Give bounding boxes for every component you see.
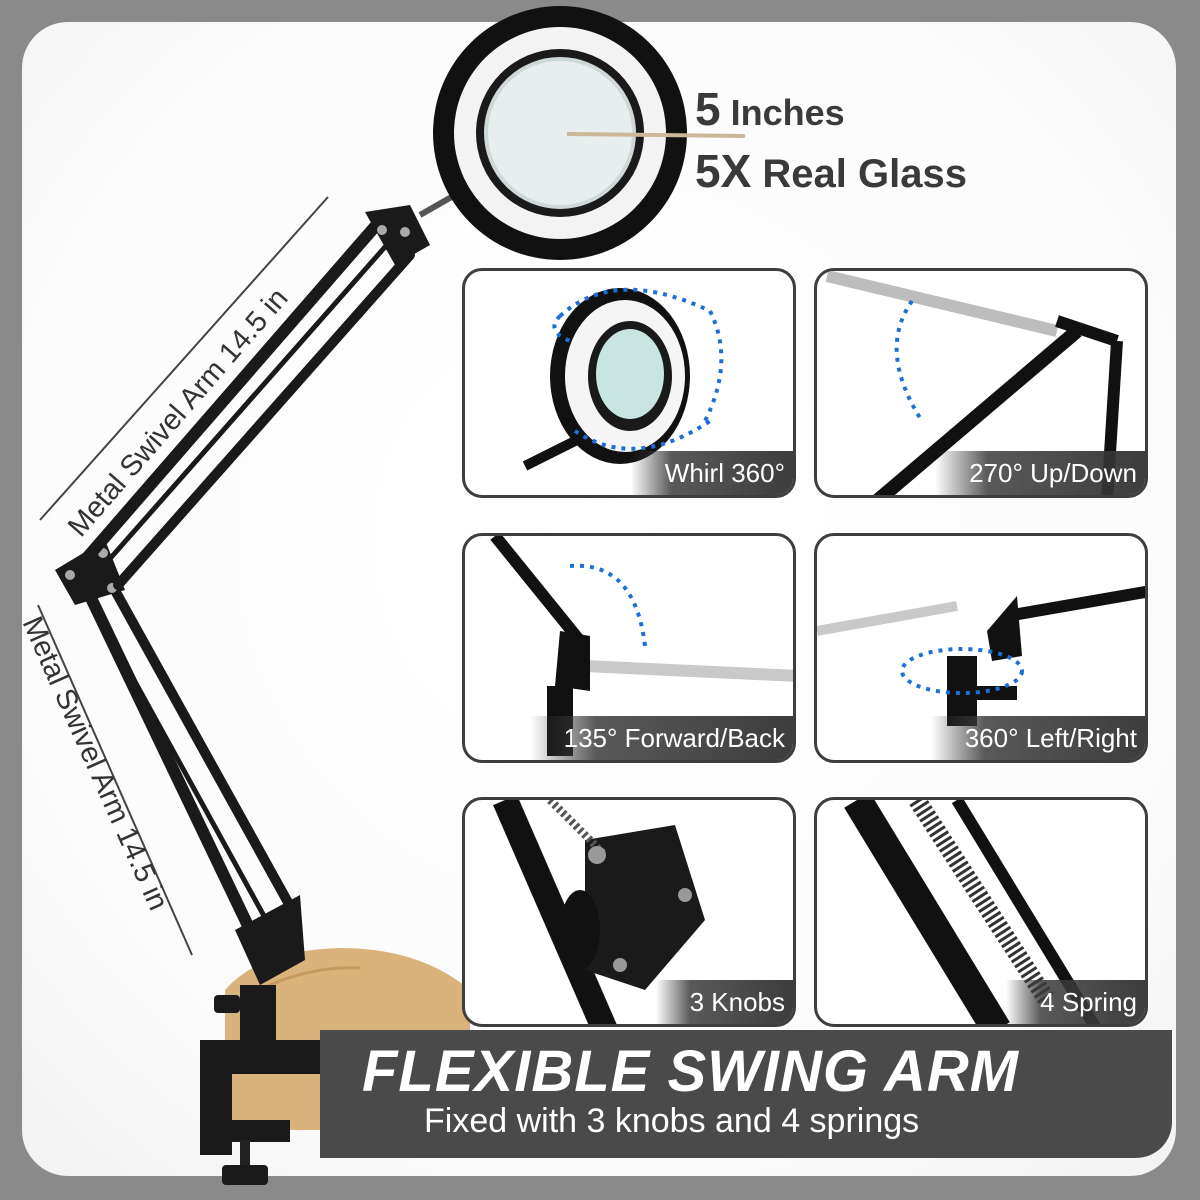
magnifier-spec: 5 Inches 5X Real Glass <box>695 86 967 194</box>
feature-tile-knobs: 3 Knobs <box>462 797 796 1027</box>
banner-subtitle: Fixed with 3 knobs and 4 springs <box>424 1102 920 1140</box>
lower-arm <box>74 569 300 961</box>
lower-measure-line <box>37 604 193 956</box>
lens-power-text: Real Glass <box>762 152 967 196</box>
lower-joint <box>235 895 305 985</box>
left-right-illustration <box>817 585 1145 726</box>
head-joint <box>365 205 430 265</box>
knobs-illustration <box>493 800 705 1024</box>
lens-size: 5 Inches <box>695 86 967 133</box>
feature-label-up-down: 270° Up/Down <box>935 451 1145 495</box>
banner-title: FLEXIBLE SWING ARM <box>362 1039 1020 1104</box>
lens-size-number: 5 <box>695 83 721 135</box>
feature-label-spring: 4 Spring <box>1006 980 1145 1024</box>
feature-label-forward-back: 135° Forward/Back <box>529 716 793 760</box>
upper-arm <box>79 209 415 590</box>
feature-tile-left-right: 360° Left/Right <box>814 533 1148 763</box>
lens-power-number: 5X <box>695 145 752 197</box>
feature-banner: FLEXIBLE SWING ARM Fixed with 3 knobs an… <box>320 1030 1172 1158</box>
size-pointer <box>566 132 746 138</box>
feature-tile-whirl: Whirl 360° <box>462 268 796 498</box>
feature-tile-spring: 4 Spring <box>814 797 1148 1027</box>
table-clamp <box>200 985 320 1185</box>
lens-size-unit: Inches <box>730 92 845 133</box>
whirl-illustration <box>522 287 724 471</box>
feature-tile-forward-back: 135° Forward/Back <box>462 533 796 763</box>
upper-measure-line <box>39 196 329 521</box>
feature-label-knobs: 3 Knobs <box>655 980 793 1024</box>
magnifier-head <box>433 6 687 260</box>
feature-label-left-right: 360° Left/Right <box>930 716 1145 760</box>
feature-tile-up-down: 270° Up/Down <box>814 268 1148 498</box>
feature-label-whirl: Whirl 360° <box>630 451 793 495</box>
lens-power: 5X Real Glass <box>695 148 967 194</box>
